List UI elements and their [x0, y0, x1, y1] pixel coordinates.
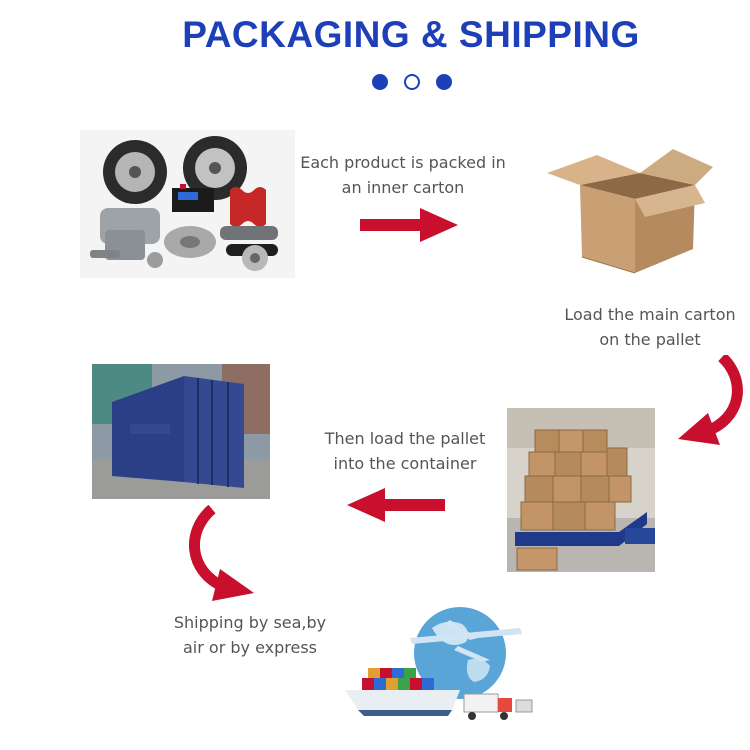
- dot-indicator-3: [436, 74, 452, 90]
- step-4-caption-line-1: Shipping by sea,by: [173, 613, 327, 632]
- step-3-caption: Then load the pallet into the container: [290, 426, 520, 476]
- curved-arrow-down-right-icon: [188, 505, 254, 601]
- step-4-caption-line-2: air or by express: [182, 638, 317, 657]
- page-title: PACKAGING & SHIPPING: [182, 14, 640, 55]
- auto-parts-image: [80, 130, 295, 278]
- shipping-container-image: [92, 364, 270, 499]
- arrow-right-icon: [360, 208, 458, 242]
- pallet-warehouse-image: [507, 408, 655, 572]
- step-2-caption-line-1: Load the main carton: [564, 305, 736, 324]
- step-4-caption: Shipping by sea,by air or by express: [150, 610, 350, 660]
- dot-indicator-2: [404, 74, 420, 90]
- step-1-caption-line-2: an inner carton: [341, 178, 465, 197]
- dot-indicator-1: [372, 74, 388, 90]
- carton-box-image: [545, 145, 720, 275]
- step-3-caption-line-2: into the container: [333, 454, 477, 473]
- step-2-caption: Load the main carton on the pallet: [550, 302, 750, 352]
- curved-arrow-down-icon: [678, 355, 743, 445]
- step-1-caption-line-1: Each product is packed in: [300, 153, 506, 172]
- step-2-caption-line-2: on the pallet: [599, 330, 701, 349]
- step-1-caption: Each product is packed in an inner carto…: [288, 150, 518, 200]
- arrow-left-icon: [347, 488, 445, 522]
- step-3-caption-line-1: Then load the pallet: [324, 429, 486, 448]
- global-shipping-image: [340, 598, 535, 723]
